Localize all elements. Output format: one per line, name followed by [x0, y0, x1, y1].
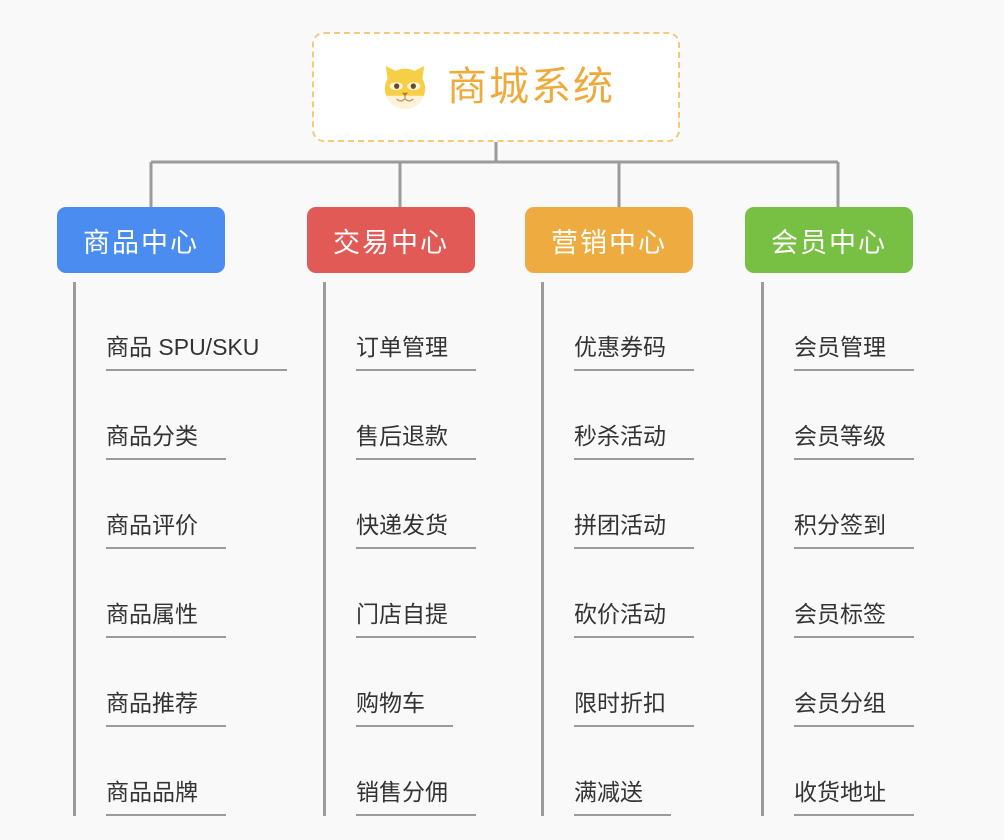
category-column-marketing: 营销中心 优惠券码 秒杀活动 拼团活动 砍价活动 限时折扣: [525, 207, 694, 816]
list-item[interactable]: 会员标签: [761, 549, 914, 638]
leaf-label: 会员等级: [794, 422, 914, 460]
leaf-list-trade: 订单管理 售后退款 快递发货 门店自提 购物车 销售分佣: [323, 282, 476, 816]
list-item[interactable]: 商品分类: [72, 371, 287, 460]
list-item[interactable]: 商品推荐: [72, 638, 287, 727]
list-item[interactable]: 商品评价: [72, 460, 287, 549]
leaf-label: 优惠券码: [574, 333, 694, 371]
leaf-list-member: 会员管理 会员等级 积分签到 会员标签 会员分组 收货地址: [761, 282, 914, 816]
leaf-list-product: 商品 SPU/SKU 商品分类 商品评价 商品属性 商品推荐 商品品牌: [72, 282, 288, 816]
leaf-label: 商品 SPU/SKU: [106, 333, 288, 371]
category-header-product[interactable]: 商品中心: [57, 207, 225, 273]
list-item[interactable]: 会员管理: [761, 282, 914, 371]
list-item[interactable]: 会员等级: [761, 371, 914, 460]
list-item[interactable]: 快递发货: [323, 460, 476, 549]
list-item[interactable]: 商品属性: [72, 549, 287, 638]
leaf-label: 积分签到: [794, 511, 914, 549]
leaf-label: 会员分组: [794, 689, 914, 727]
leaf-label: 砍价活动: [574, 600, 694, 638]
root-title: 商城系统: [447, 65, 615, 109]
list-item[interactable]: 售后退款: [323, 371, 476, 460]
list-item[interactable]: 收货地址: [761, 727, 914, 816]
leaf-label: 收货地址: [794, 778, 914, 816]
leaf-label: 购物车: [356, 689, 453, 727]
list-item[interactable]: 门店自提: [323, 549, 476, 638]
leaf-label: 商品品牌: [106, 778, 226, 816]
leaf-label: 会员标签: [794, 600, 914, 638]
leaf-label: 商品属性: [106, 600, 226, 638]
list-item[interactable]: 会员分组: [761, 638, 914, 727]
category-label: 会员中心: [771, 227, 887, 258]
list-item[interactable]: 购物车: [323, 638, 476, 727]
category-column-member: 会员中心 会员管理 会员等级 积分签到 会员标签 会员分组: [745, 207, 914, 816]
category-label: 商品中心: [83, 227, 199, 258]
leaf-label: 限时折扣: [574, 689, 694, 727]
category-column-trade: 交易中心 订单管理 售后退款 快递发货 门店自提 购物车: [307, 207, 476, 816]
list-item[interactable]: 商品 SPU/SKU: [72, 282, 288, 371]
list-item[interactable]: 销售分佣: [323, 727, 476, 816]
list-item[interactable]: 优惠券码: [541, 282, 694, 371]
category-column-product: 商品中心 商品 SPU/SKU 商品分类 商品评价 商品属性 商品推荐: [57, 207, 288, 816]
list-item[interactable]: 商品品牌: [72, 727, 287, 816]
leaf-label: 商品推荐: [106, 689, 226, 727]
leaf-label: 商品评价: [106, 511, 226, 549]
leaf-label: 门店自提: [356, 600, 476, 638]
leaf-label: 满减送: [574, 778, 671, 816]
leaf-label: 快递发货: [356, 511, 476, 549]
category-label: 营销中心: [551, 227, 667, 258]
category-header-marketing[interactable]: 营销中心: [525, 207, 693, 273]
list-item[interactable]: 秒杀活动: [541, 371, 694, 460]
leaf-label: 秒杀活动: [574, 422, 694, 460]
leaf-label: 商品分类: [106, 422, 226, 460]
shiba-dog-face-icon: [384, 66, 426, 111]
leaf-label: 拼团活动: [574, 511, 694, 549]
leaf-label: 订单管理: [356, 333, 476, 371]
category-header-trade[interactable]: 交易中心: [307, 207, 475, 273]
category-header-member[interactable]: 会员中心: [745, 207, 913, 273]
list-item[interactable]: 满减送: [541, 727, 694, 816]
list-item[interactable]: 砍价活动: [541, 549, 694, 638]
root-node[interactable]: 商城系统: [312, 32, 680, 142]
category-label: 交易中心: [333, 227, 449, 258]
list-item[interactable]: 积分签到: [761, 460, 914, 549]
list-item[interactable]: 拼团活动: [541, 460, 694, 549]
leaf-label: 售后退款: [356, 422, 476, 460]
leaf-label: 销售分佣: [356, 778, 476, 816]
leaf-label: 会员管理: [794, 333, 914, 371]
list-item[interactable]: 限时折扣: [541, 638, 694, 727]
leaf-list-marketing: 优惠券码 秒杀活动 拼团活动 砍价活动 限时折扣 满减送: [541, 282, 694, 816]
list-item[interactable]: 订单管理: [323, 282, 476, 371]
